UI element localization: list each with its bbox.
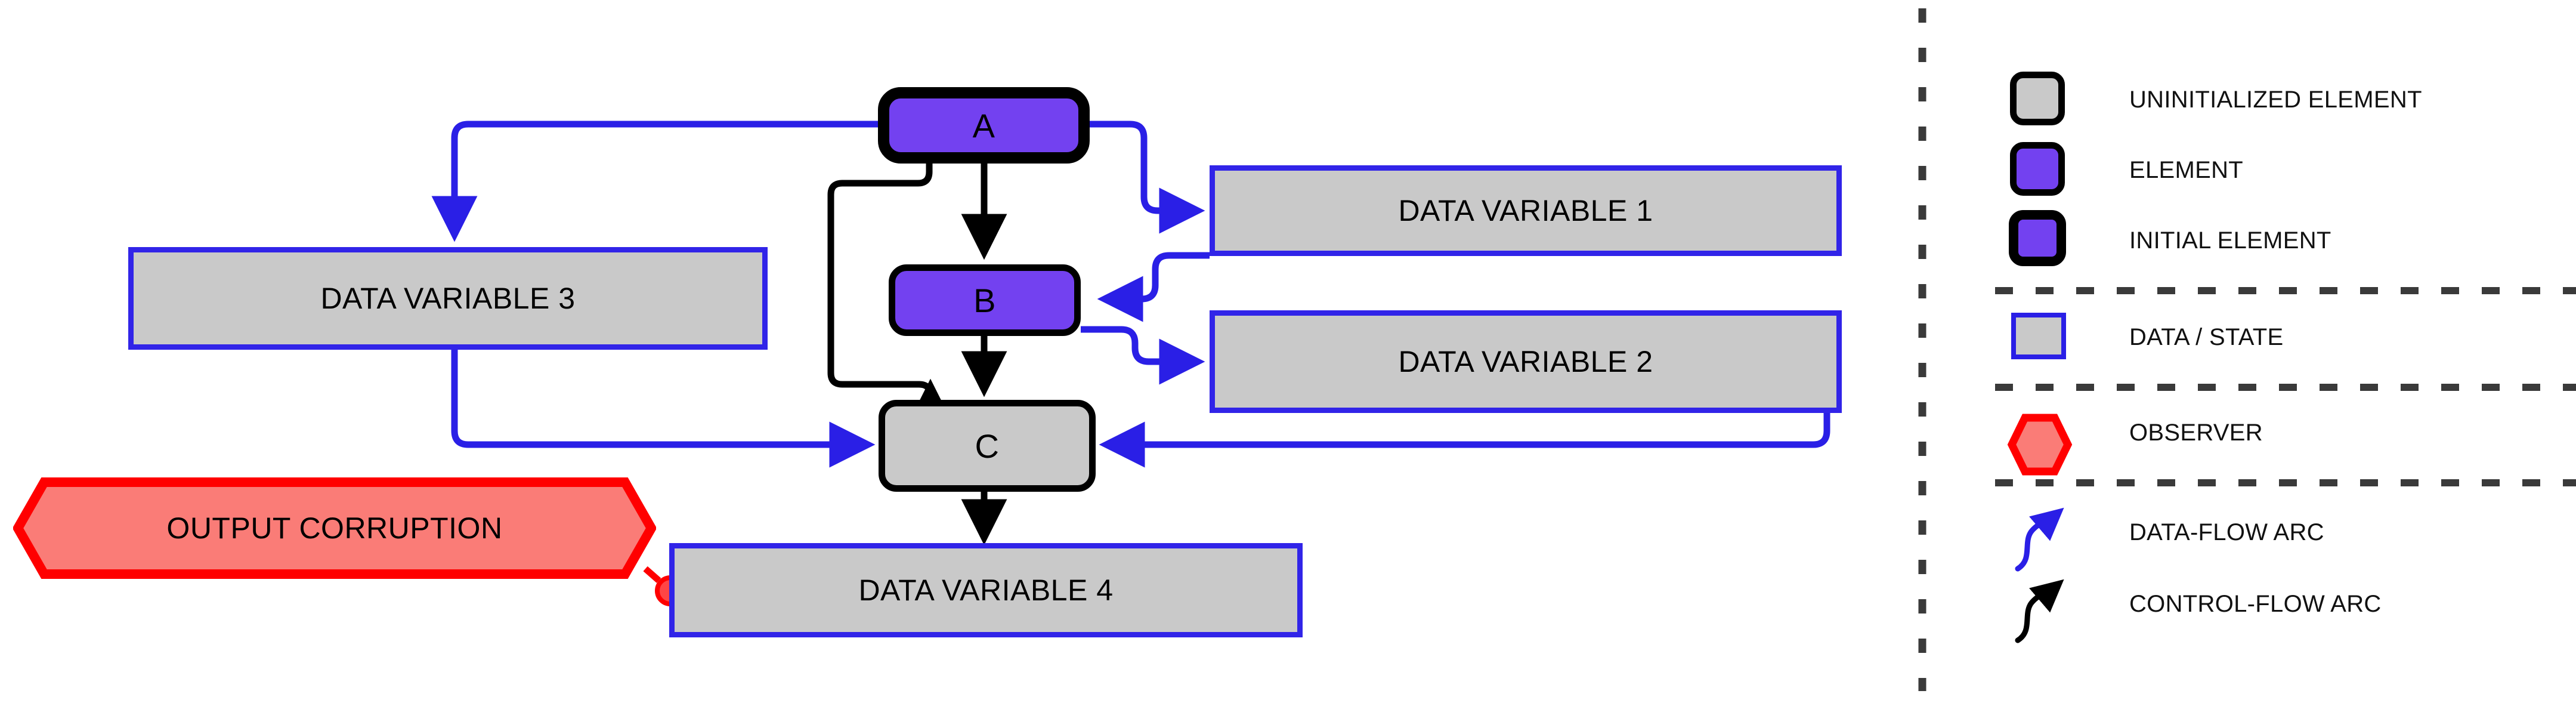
arc-a-to-dv1 (1090, 121, 1205, 234)
legend-label-uninitialized-element: UNINITIALIZED ELEMENT (2129, 87, 2422, 113)
legend-swatch-data-flow-arc (2015, 507, 2064, 572)
legend-label-initial-element: INITIAL ELEMENT (2129, 227, 2331, 254)
arc-b-to-dv2 (1081, 326, 1205, 385)
observer-hexagon-shape (12, 477, 657, 579)
data-variable-box-3[interactable]: DATA VARIABLE 3 (128, 247, 768, 350)
arc-dv2-to-c (1099, 413, 1830, 468)
data-variable-3-label: DATA VARIABLE 3 (320, 282, 576, 315)
element-node-c[interactable]: C (879, 400, 1096, 492)
legend-vertical-divider (1918, 8, 2576, 691)
data-variable-box-4[interactable]: DATA VARIABLE 4 (669, 543, 1303, 637)
data-variable-box-2[interactable]: DATA VARIABLE 2 (1210, 310, 1842, 413)
data-variable-4-label: DATA VARIABLE 4 (858, 574, 1114, 607)
element-node-a-label: A (972, 106, 995, 144)
element-node-b-label: B (973, 281, 996, 319)
arc-dv3-to-c (451, 350, 876, 468)
observer-label: OUTPUT CORRUPTION (166, 511, 503, 545)
element-node-b[interactable]: B (889, 264, 1081, 336)
legend-panel: UNINITIALIZED ELEMENT ELEMENT INITIAL EL… (1909, 0, 2576, 706)
legend-swatch-data-state (2011, 313, 2066, 359)
legend-label-data-state: DATA / STATE (2129, 324, 2284, 350)
data-variable-2-label: DATA VARIABLE 2 (1398, 345, 1653, 378)
arc-a-to-dv3 (431, 121, 878, 242)
legend-swatch-element (2010, 142, 2065, 196)
data-variable-box-1[interactable]: DATA VARIABLE 1 (1210, 165, 1842, 256)
element-node-c-label: C (975, 427, 1000, 465)
legend-label-element: ELEMENT (2129, 157, 2244, 183)
legend-label-control-flow-arc: CONTROL-FLOW ARC (2129, 591, 2382, 617)
element-node-a[interactable]: A (878, 87, 1090, 164)
legend-swatch-initial-element (2009, 210, 2066, 266)
legend-label-data-flow-arc: DATA-FLOW ARC (2129, 519, 2324, 545)
legend-swatch-uninitialized-element (2010, 72, 2065, 125)
legend-label-observer: OBSERVER (2129, 420, 2263, 446)
legend-swatch-control-flow-arc (2015, 579, 2064, 643)
data-variable-1-label: DATA VARIABLE 1 (1398, 194, 1653, 227)
observer-node-output-corruption[interactable]: OUTPUT CORRUPTION (12, 477, 657, 579)
legend-swatch-observer (2007, 414, 2073, 476)
arc-dv1-to-b (1097, 252, 1210, 322)
